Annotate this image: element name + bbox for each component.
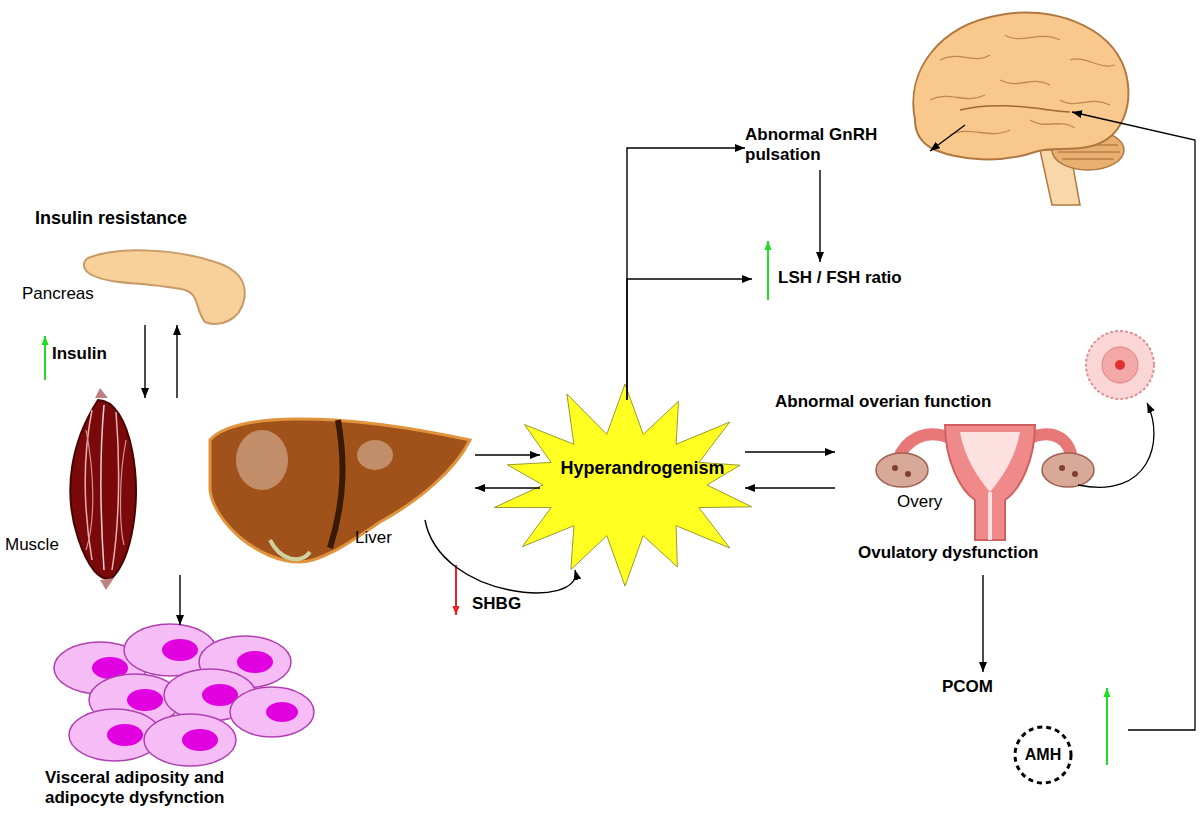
star-node: Hyperandrogenism <box>540 400 745 570</box>
illustration-part <box>70 400 136 579</box>
follicle-illustration <box>1086 331 1154 399</box>
illustration-part <box>876 453 928 487</box>
node-text: Liver <box>355 528 392 548</box>
increase-arrow <box>44 336 46 380</box>
illustration-part <box>95 388 108 398</box>
liver-illustration <box>210 419 470 562</box>
illustration-part <box>913 12 1128 159</box>
connector-arrow <box>627 148 745 400</box>
illustration-part <box>270 540 310 559</box>
illustration-part <box>988 492 992 540</box>
hormone-circle: AMH <box>1013 725 1073 785</box>
connector-arrow <box>745 451 835 452</box>
illustration-part <box>121 440 127 545</box>
node-text: Hyperandrogenism <box>520 458 765 480</box>
connector-arrow <box>144 325 145 398</box>
connector-arrow <box>627 279 752 400</box>
illustration-part <box>85 410 92 560</box>
illustration-part <box>1086 331 1154 399</box>
node-text: PCOM <box>942 677 993 697</box>
connector-arrow <box>176 325 177 398</box>
illustration-part <box>237 651 273 673</box>
brain-illustration <box>913 12 1128 205</box>
pancreas-illustration <box>84 250 245 324</box>
node-text: Overy <box>897 492 942 512</box>
pancreas-node: Pancreas <box>20 240 250 325</box>
node-text: Ovulatory dysfunction <box>858 543 1038 563</box>
node-text: Abnormal GnRH pulsation <box>745 125 900 166</box>
process-label: LSH / FSH ratio <box>752 262 952 296</box>
illustration-part <box>230 687 314 737</box>
connector-arrow <box>179 575 180 625</box>
annotation-label: SHBG <box>472 594 521 614</box>
process-label: PCOM <box>940 672 1015 702</box>
illustration-part <box>905 471 911 477</box>
illustration-part <box>107 724 143 746</box>
adipocyte-node: Visceral adiposity and adipocyte dysfync… <box>40 625 330 820</box>
illustration-part <box>101 405 104 570</box>
illustration-part <box>945 425 1035 540</box>
node-text: Pancreas <box>22 284 94 304</box>
illustration-part <box>1059 465 1065 471</box>
leader-arrow <box>930 125 965 151</box>
leader-arrow <box>1078 403 1154 487</box>
illustration-part <box>1042 453 1094 487</box>
illustration-part <box>960 432 1020 492</box>
illustration-part <box>144 714 236 766</box>
illustration-part <box>1115 360 1125 370</box>
increase-arrow <box>767 241 769 300</box>
illustration-part <box>162 639 198 661</box>
node-text: Muscle <box>5 535 59 555</box>
feedback-line <box>1072 112 1195 730</box>
process-label: Abnormal GnRH pulsation <box>745 125 900 170</box>
muscle-node: Muscle <box>5 398 190 575</box>
adipocyte-cluster <box>54 624 314 766</box>
ovary-node: Abnormal overian functionOveryOvulatory … <box>835 385 1100 575</box>
connector-arrow <box>819 170 820 262</box>
illustration-part <box>330 420 343 548</box>
node-text: LSH / FSH ratio <box>778 268 902 288</box>
uterus-illustration <box>876 425 1094 540</box>
liver-node: Liver <box>200 405 475 520</box>
illustration-part <box>892 465 898 471</box>
node-text: Visceral adiposity and adipocyte dysfync… <box>45 768 260 809</box>
node-text: AMH <box>1013 745 1073 764</box>
illustration-part <box>182 729 218 751</box>
illustration-part <box>1072 471 1078 477</box>
annotation-label: Insulin <box>52 344 107 364</box>
star-outline <box>494 384 751 586</box>
illustration-part <box>127 689 163 711</box>
star-burst <box>490 385 760 590</box>
illustration-part <box>960 106 1070 112</box>
illustration-part <box>84 250 245 324</box>
illustration-part <box>100 578 114 590</box>
connector-arrow <box>475 487 540 488</box>
illustration-part <box>357 440 393 470</box>
illustration-part <box>1102 347 1138 383</box>
connector-arrow <box>982 575 983 672</box>
muscle-illustration <box>70 388 136 590</box>
node-text: Abnormal overian function <box>775 392 991 412</box>
illustration-part <box>930 35 1115 135</box>
decrease-arrow <box>455 565 457 615</box>
illustration-part <box>210 419 470 562</box>
illustration-part <box>266 702 298 722</box>
connector-arrow <box>475 454 540 455</box>
increase-arrow <box>1106 688 1108 765</box>
connector-arrow <box>745 487 835 488</box>
annotation-label: Insulin resistance <box>35 208 187 230</box>
illustration-part <box>236 430 288 490</box>
illustration-part <box>112 412 119 570</box>
illustration-part <box>86 430 93 550</box>
